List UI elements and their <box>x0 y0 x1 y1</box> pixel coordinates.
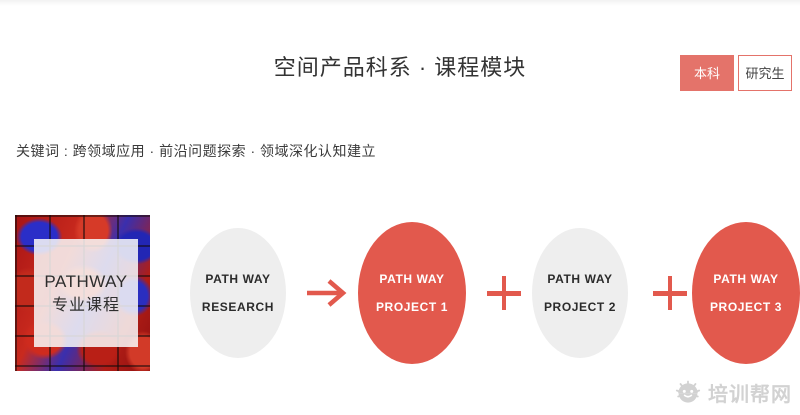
sun-face-icon <box>675 380 701 409</box>
flow-node-project-2-line2: PROJECT 2 <box>543 300 617 314</box>
flow-node-research-line1: PATH WAY <box>205 272 271 286</box>
keywords-line: 关键词 : 跨领域应用 · 前沿问题探索 · 领域深化认知建立 <box>16 143 377 159</box>
degree-level-segmented-control[interactable]: 本科 研究生 <box>680 55 792 91</box>
plus-glyph-1 <box>487 276 521 310</box>
flow-node-project-2[interactable]: PATH WAY PROJECT 2 <box>532 228 628 358</box>
plus-icon-2 <box>648 270 692 316</box>
flow-node-project-3-line2: PROJECT 3 <box>709 300 783 314</box>
cover-title-en: PATHWAY <box>44 271 128 291</box>
flow-node-research-line2: RESEARCH <box>201 300 275 314</box>
plus-glyph-2 <box>653 276 687 310</box>
tab-graduate[interactable]: 研究生 <box>738 55 792 91</box>
pathway-flow-diagram: PATHWAY 专业课程 PATH WAY RESEARCH PATH WAY … <box>0 212 800 374</box>
plus-icon-1 <box>482 270 526 316</box>
arrow-right-icon <box>304 272 352 314</box>
flow-node-project-1-line1: PATH WAY <box>379 272 445 286</box>
flow-node-project-3-line1: PATH WAY <box>713 272 779 286</box>
tab-undergraduate[interactable]: 本科 <box>680 55 734 91</box>
top-divider-band <box>0 0 800 6</box>
watermark-text: 培训帮网 <box>708 383 792 406</box>
site-watermark: 培训帮网 <box>675 380 792 409</box>
flow-node-research[interactable]: PATH WAY RESEARCH <box>190 228 286 358</box>
flow-node-project-2-line1: PATH WAY <box>547 272 613 286</box>
pathway-cover-card[interactable]: PATHWAY 专业课程 <box>15 215 150 371</box>
flow-node-project-1[interactable]: PATH WAY PROJECT 1 <box>358 222 466 364</box>
cover-title-cn: 专业课程 <box>51 296 120 314</box>
page-title: 空间产品科系 · 课程模块 <box>273 55 527 80</box>
flow-node-project-3[interactable]: PATH WAY PROJECT 3 <box>692 222 800 364</box>
page-header: 空间产品科系 · 课程模块 本科 研究生 <box>0 48 800 94</box>
flow-node-project-1-line2: PROJECT 1 <box>375 300 449 314</box>
cover-text-overlay: PATHWAY 专业课程 <box>34 239 138 347</box>
